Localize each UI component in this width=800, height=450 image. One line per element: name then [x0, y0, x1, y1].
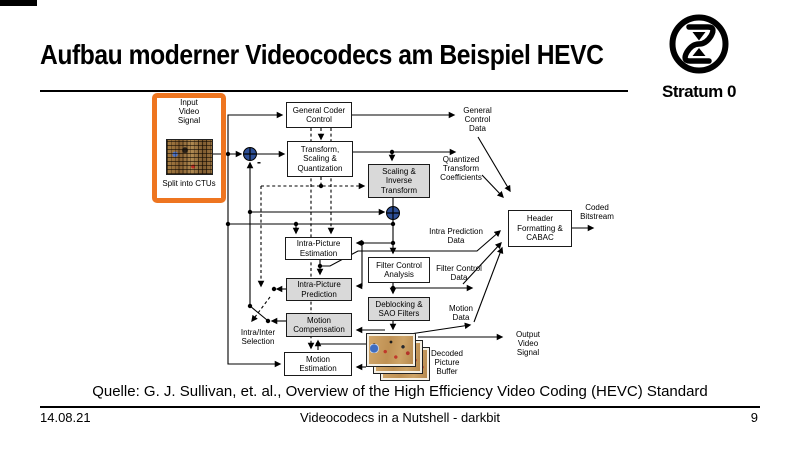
corner-mark [0, 0, 37, 6]
source-citation: Quelle: G. J. Sullivan, et. al., Overvie… [92, 383, 708, 400]
title-rule [40, 90, 628, 92]
label-coded-bitstream: Coded Bitstream [580, 203, 614, 221]
box-filter-control-analysis: Filter Control Analysis [368, 257, 430, 283]
box-deblocking-sao-filters: Deblocking & SAO Filters [368, 297, 430, 321]
footer-title: Videocodecs in a Nutshell - darkbit [300, 410, 500, 425]
wires-solid [213, 111, 595, 371]
label-intra-inter-selection: Intra/Inter Selection [240, 328, 276, 346]
label-decoded-picture-buffer: Decoded Picture Buffer [430, 349, 464, 376]
label-output-video-signal: Output Video Signal [515, 330, 540, 357]
label-split-into-ctus: Split into CTUs [162, 179, 216, 188]
input-highlight-box [152, 93, 226, 203]
page-title: Aufbau moderner Videocodecs am Beispiel … [40, 39, 604, 70]
box-scaling-inverse-transform: Scaling & Inverse Transform [368, 164, 430, 198]
footer-date: 14.08.21 [40, 410, 91, 425]
adder-junction-1 [243, 147, 257, 161]
box-intra-picture-prediction: Intra-Picture Prediction [286, 278, 352, 301]
label-input-video-signal: Input Video Signal [177, 98, 201, 125]
box-motion-compensation: Motion Compensation [286, 313, 352, 337]
label-intra-prediction-data: Intra Prediction Data [429, 227, 483, 245]
box-transform-scaling-quantization: Transform, Scaling & Quantization [287, 141, 353, 177]
box-general-coder-control: General Coder Control [286, 102, 352, 128]
stratum0-hourglass-icon [669, 14, 729, 74]
adder-junction-2 [386, 206, 400, 220]
ctu-image [166, 139, 213, 175]
label-minus-sign: - [257, 155, 261, 169]
footer-page-number: 9 [750, 410, 758, 425]
logo-caption: Stratum 0 [662, 82, 736, 101]
box-motion-estimation: Motion Estimation [284, 352, 352, 376]
label-motion-data: Motion Data [448, 304, 473, 322]
footer-rule [40, 406, 760, 408]
box-header-formatting-cabac: Header Formatting & CABAC [508, 210, 572, 247]
box-intra-picture-estimation: Intra-Picture Estimation [285, 237, 352, 260]
label-quantized-transform-coefficients: Quantized Transform Coefficients [440, 155, 482, 182]
decoded-picture-1 [366, 333, 416, 367]
label-general-control-data: General Control Data [463, 106, 492, 133]
label-filter-control-data: Filter Control Data [436, 264, 482, 282]
wire-junction-dots [225, 149, 396, 347]
